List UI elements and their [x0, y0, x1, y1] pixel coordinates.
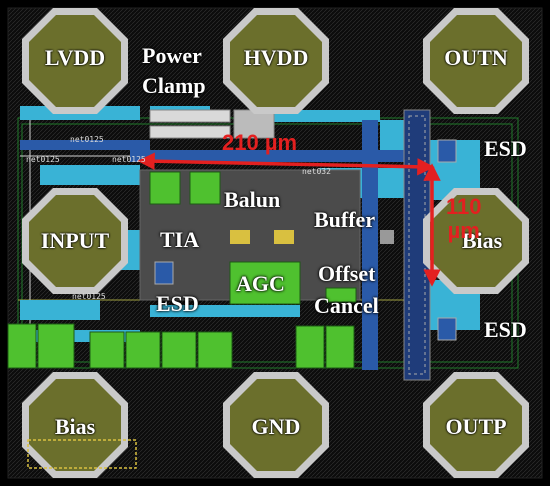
pad-label-bias-bottom: Bias: [54, 414, 96, 439]
pad-label-bias-right: Bias: [461, 228, 503, 253]
pad-label-input: INPUT: [40, 228, 110, 253]
power-clamp-devices: [149, 109, 275, 139]
pad-label-outp: OUTP: [445, 414, 507, 439]
small-devices: [154, 139, 457, 341]
width-arrow: [137, 152, 435, 176]
net-label: net0125: [70, 135, 104, 144]
tia-label: TIA: [160, 227, 200, 252]
height-dimension-value: 110: [446, 194, 482, 219]
power-clamp-label: Power Clamp: [142, 44, 206, 98]
esd-label-top-right: ESD: [484, 136, 527, 161]
height-dimension-unit: µm: [447, 218, 480, 243]
agc-label: AGC: [236, 271, 285, 296]
balun-label: Balun: [224, 187, 281, 212]
net-label: net0125: [72, 292, 106, 301]
buffer-label: Buffer: [314, 207, 376, 232]
esd-label-bottom-right: ESD: [484, 317, 527, 342]
pad-bias-right: [423, 188, 529, 294]
pads: [22, 8, 529, 478]
pad-outp: [423, 372, 529, 478]
width-dimension-label: 210 µm: [222, 130, 298, 155]
pad-bias-bottom: [22, 372, 137, 478]
pad-outn: [423, 8, 529, 114]
esd-label-left: ESD: [156, 291, 199, 316]
net-label: net032: [302, 167, 331, 176]
net-label: net0125: [26, 155, 60, 164]
power-clamp-label-line2: Clamp: [142, 73, 206, 98]
power-clamp-label-line1: Power: [142, 43, 202, 68]
pad-lvdd: [22, 8, 128, 114]
dimension-arrows: [137, 152, 441, 287]
height-dimension-label: 110 µm: [446, 196, 482, 242]
pad-hvdd: [223, 8, 329, 114]
pad-input: [22, 188, 128, 294]
offset-cancel-label-line2: Cancel: [314, 293, 379, 318]
offset-cancel-label: Offset Cancel: [314, 261, 379, 318]
pad-label-hvdd: HVDD: [243, 45, 309, 70]
pad-label-outn: OUTN: [444, 45, 508, 70]
pad-gnd: [223, 372, 329, 478]
net-label: net0125: [112, 155, 146, 164]
pad-label-gnd: GND: [251, 414, 301, 439]
offset-cancel-label-line1: Offset: [318, 261, 376, 286]
pad-label-lvdd: LVDD: [44, 45, 106, 70]
green-blocks: [7, 171, 357, 369]
